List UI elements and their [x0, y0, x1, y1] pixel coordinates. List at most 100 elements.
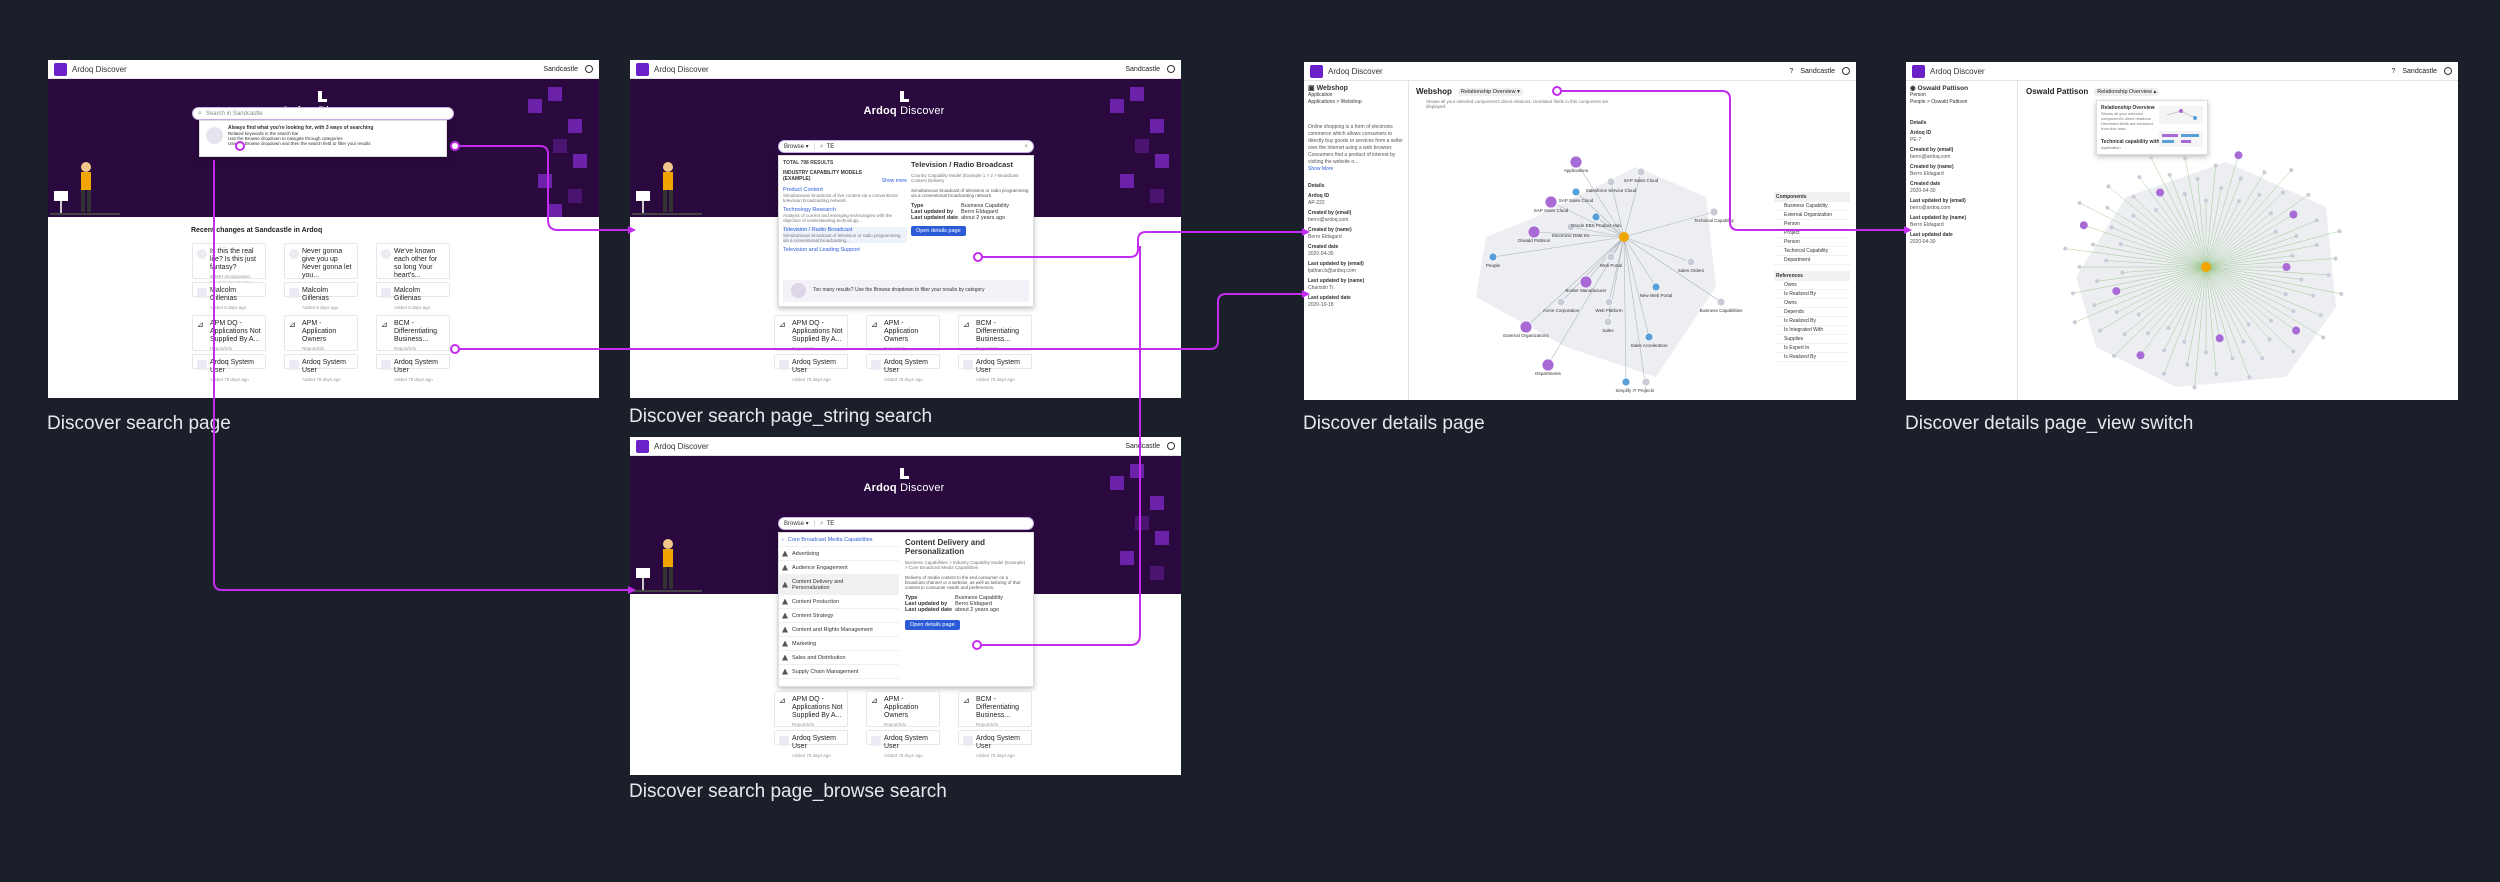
workspace-name[interactable]: Sandcastle: [543, 65, 578, 73]
relationship-graph[interactable]: [2036, 137, 2356, 397]
browse-category-selected[interactable]: Content Delivery and Personalization: [779, 575, 899, 595]
graph-node[interactable]: [2195, 176, 2200, 181]
graph-node[interactable]: [1709, 207, 1719, 217]
graph-node[interactable]: [2131, 194, 2136, 199]
recent-card[interactable]: We've known each other for so long Your …: [376, 243, 450, 293]
graph-node[interactable]: [2269, 211, 2274, 216]
view-switcher[interactable]: Relationship Overview ▾: [1457, 87, 1523, 96]
graph-node[interactable]: [2204, 350, 2208, 355]
graph-node[interactable]: [2247, 375, 2252, 380]
graph-node[interactable]: [2318, 313, 2323, 318]
graph-node[interactable]: [1541, 358, 1555, 372]
graph-node[interactable]: [2162, 371, 2167, 376]
search-bar[interactable]: Browse ▾ ⌕ TE ×: [778, 140, 1034, 153]
graph-node[interactable]: [2112, 287, 2121, 296]
graph-node[interactable]: [2183, 156, 2188, 161]
search-bar[interactable]: Browse ▾ ⌕ TE: [778, 517, 1034, 530]
graph-node[interactable]: [1544, 195, 1558, 209]
legend-component-item[interactable]: External Organization: [1774, 211, 1850, 220]
open-details-button[interactable]: Open details page: [911, 226, 966, 236]
graph-node[interactable]: [2321, 335, 2326, 340]
browse-category[interactable]: Sales and Distribution: [779, 651, 899, 665]
graph-node[interactable]: [1556, 297, 1566, 307]
legend-component-item[interactable]: Person: [1774, 238, 1850, 247]
graph-node[interactable]: [2153, 208, 2158, 213]
graph-node[interactable]: [2214, 372, 2219, 377]
graph-node[interactable]: [1716, 297, 1726, 307]
report-card[interactable]: ⊿APM DQ - Applications Not Supplied By A…: [192, 315, 266, 351]
graph-node[interactable]: [2339, 291, 2344, 296]
browse-dropdown[interactable]: Browse ▾: [784, 520, 815, 527]
workspace-name[interactable]: Sandcastle: [1125, 442, 1160, 450]
show-more-link[interactable]: Show more: [881, 178, 907, 184]
graph-node[interactable]: [2192, 385, 2197, 390]
graph-node[interactable]: [2314, 218, 2319, 223]
legend-components-title[interactable]: Components: [1774, 192, 1850, 202]
result-item[interactable]: Television and Leading Support: [783, 247, 860, 253]
graph-node[interactable]: [1686, 257, 1696, 267]
legend-reference-item[interactable]: Supplies: [1774, 335, 1850, 344]
graph-node[interactable]: [2148, 155, 2153, 160]
graph-node[interactable]: [1527, 225, 1541, 239]
graph-node[interactable]: [2070, 291, 2075, 296]
graph-node[interactable]: [2333, 256, 2338, 261]
graph-node[interactable]: [1579, 275, 1593, 289]
graph-node[interactable]: [2230, 356, 2235, 361]
graph-node[interactable]: [2092, 303, 2097, 308]
report-card[interactable]: ⊿APM DQ - Applications Not Supplied By A…: [774, 315, 848, 351]
graph-node[interactable]: [2238, 176, 2243, 181]
graph-node[interactable]: [2215, 334, 2224, 343]
graph-node[interactable]: [2234, 151, 2243, 160]
graph-node[interactable]: [2280, 190, 2285, 195]
graph-node[interactable]: [2104, 258, 2109, 263]
clear-icon[interactable]: ×: [1024, 143, 1028, 150]
user-icon[interactable]: [1167, 442, 1175, 450]
legend-reference-item[interactable]: Is Integrated With: [1774, 326, 1850, 335]
browse-dropdown[interactable]: Browse ▾: [784, 143, 815, 150]
show-more-link[interactable]: Show More: [1308, 166, 1334, 172]
graph-node[interactable]: [1606, 177, 1616, 187]
graph-node[interactable]: [2269, 318, 2274, 323]
workspace-name[interactable]: Sandcastle: [1125, 65, 1160, 73]
graph-node[interactable]: [2291, 309, 2296, 314]
graph-node[interactable]: [2105, 205, 2110, 210]
legend-component-item[interactable]: Project: [1774, 229, 1850, 238]
graph-node[interactable]: [2257, 192, 2262, 197]
legend-component-item[interactable]: Business Capability: [1774, 202, 1850, 211]
graph-node[interactable]: [2120, 270, 2125, 275]
browse-root[interactable]: ‹ Core Broadcast Media Capabilities: [779, 533, 899, 547]
browse-category[interactable]: Content Production: [779, 595, 899, 609]
search-bar[interactable]: ⌕ Search in Sandcastle: [192, 107, 454, 120]
graph-node[interactable]: [1604, 297, 1614, 307]
legend-reference-item[interactable]: Is Expert In: [1774, 344, 1850, 353]
graph-node[interactable]: [2077, 200, 2082, 205]
view-switcher[interactable]: Relationship Overview ▴: [2094, 87, 2160, 96]
graph-node[interactable]: [2260, 356, 2265, 361]
legend-reference-item[interactable]: Owns: [1774, 299, 1850, 308]
search-input[interactable]: TE: [826, 143, 835, 150]
breadcrumb[interactable]: People > Oswald Pattison: [1910, 99, 1968, 105]
graph-node[interactable]: [2097, 328, 2102, 333]
graph-node[interactable]: [2114, 310, 2119, 315]
graph-node[interactable]: [2112, 353, 2117, 358]
help-icon[interactable]: ?: [1789, 67, 1794, 75]
graph-node[interactable]: [2290, 253, 2295, 258]
user-icon[interactable]: [2444, 67, 2452, 75]
graph-node[interactable]: [2182, 192, 2187, 197]
graph-node[interactable]: [2109, 225, 2114, 230]
graph-node[interactable]: [2326, 272, 2331, 277]
graph-node[interactable]: [2091, 242, 2096, 247]
graph-node[interactable]: [2162, 348, 2167, 353]
open-details-button[interactable]: Open details page: [905, 620, 960, 630]
report-card[interactable]: ⊿BCM - Differentiating Business...Report…: [958, 691, 1032, 727]
graph-node[interactable]: [2262, 170, 2267, 175]
graph-node[interactable]: [2306, 192, 2311, 197]
recent-card[interactable]: Is this the real life? Is this just fant…: [192, 243, 266, 285]
graph-node[interactable]: [2294, 234, 2299, 239]
graph-node[interactable]: [1651, 282, 1661, 292]
graph-node[interactable]: [2282, 263, 2291, 271]
legend-component-item[interactable]: Technical Capability: [1774, 247, 1850, 256]
